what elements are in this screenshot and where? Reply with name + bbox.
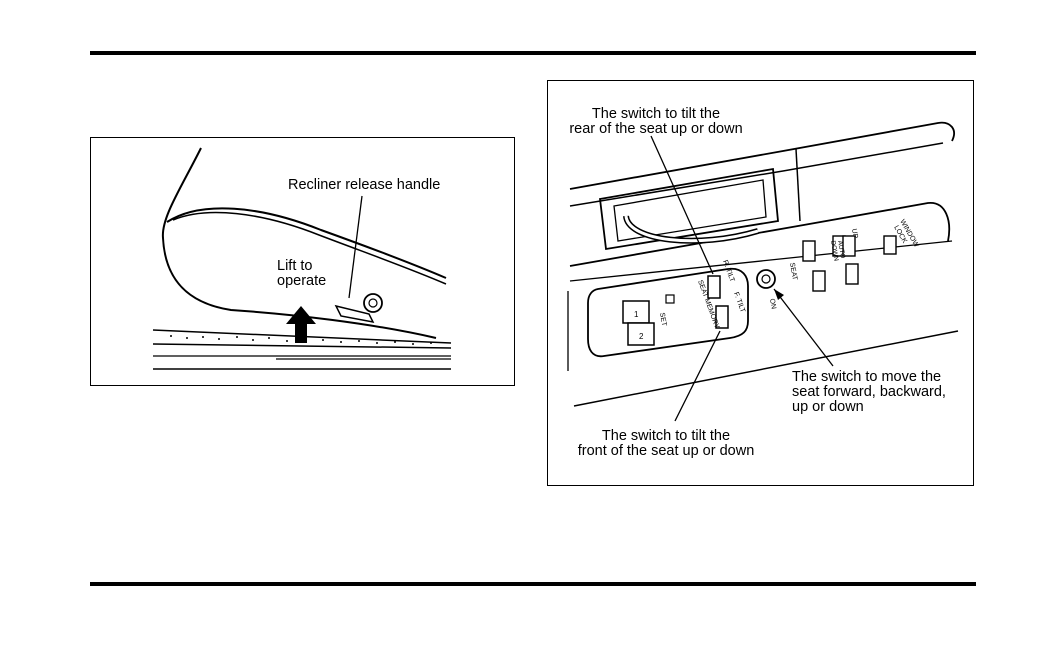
front-tilt-callout-line-2: front of the seat up or down bbox=[566, 444, 766, 459]
recliner-handle-label: Recliner release handle bbox=[288, 178, 440, 193]
rear-tilt-callout-line-2: rear of the seat up or down bbox=[556, 122, 756, 137]
power-seat-callout-line-1: The switch to move the bbox=[792, 370, 946, 385]
lift-label-line-1: Lift to bbox=[277, 259, 326, 274]
front-tilt-callout: The switch to tilt the front of the seat… bbox=[566, 429, 766, 459]
power-seat-callout-line-3: up or down bbox=[792, 400, 946, 415]
power-seat-callout: The switch to move the seat forward, bac… bbox=[792, 370, 946, 415]
rear-tilt-callout-line-1: The switch to tilt the bbox=[556, 107, 756, 122]
f-tilt-label: F. TILT bbox=[732, 291, 746, 314]
rear-tilt-callout: The switch to tilt the rear of the seat … bbox=[556, 107, 756, 137]
set-label: SET bbox=[658, 312, 667, 327]
recliner-handle-label-text: Recliner release handle bbox=[288, 178, 440, 193]
on-label: ON bbox=[768, 298, 777, 310]
bottom-rule bbox=[90, 582, 976, 586]
front-tilt-callout-line-1: The switch to tilt the bbox=[566, 429, 766, 444]
memory-2-label: 2 bbox=[639, 332, 644, 341]
memory-1-label: 1 bbox=[634, 310, 639, 319]
lift-label-line-2: operate bbox=[277, 274, 326, 289]
recliner-illustration: Recliner release handle Lift to operate bbox=[90, 137, 515, 386]
power-seat-callout-line-2: seat forward, backward, bbox=[792, 385, 946, 400]
seat-control-drawing: SEAT MEMORY SET 1 2 R. TILT F. TILT SEAT… bbox=[548, 81, 972, 484]
lift-to-operate-label: Lift to operate bbox=[277, 259, 326, 289]
r-tilt-label: R. TILT bbox=[721, 259, 736, 283]
top-rule bbox=[90, 51, 976, 55]
seat-label: SEAT bbox=[788, 262, 798, 281]
seat-control-illustration: SEAT MEMORY SET 1 2 R. TILT F. TILT SEAT… bbox=[547, 80, 974, 486]
